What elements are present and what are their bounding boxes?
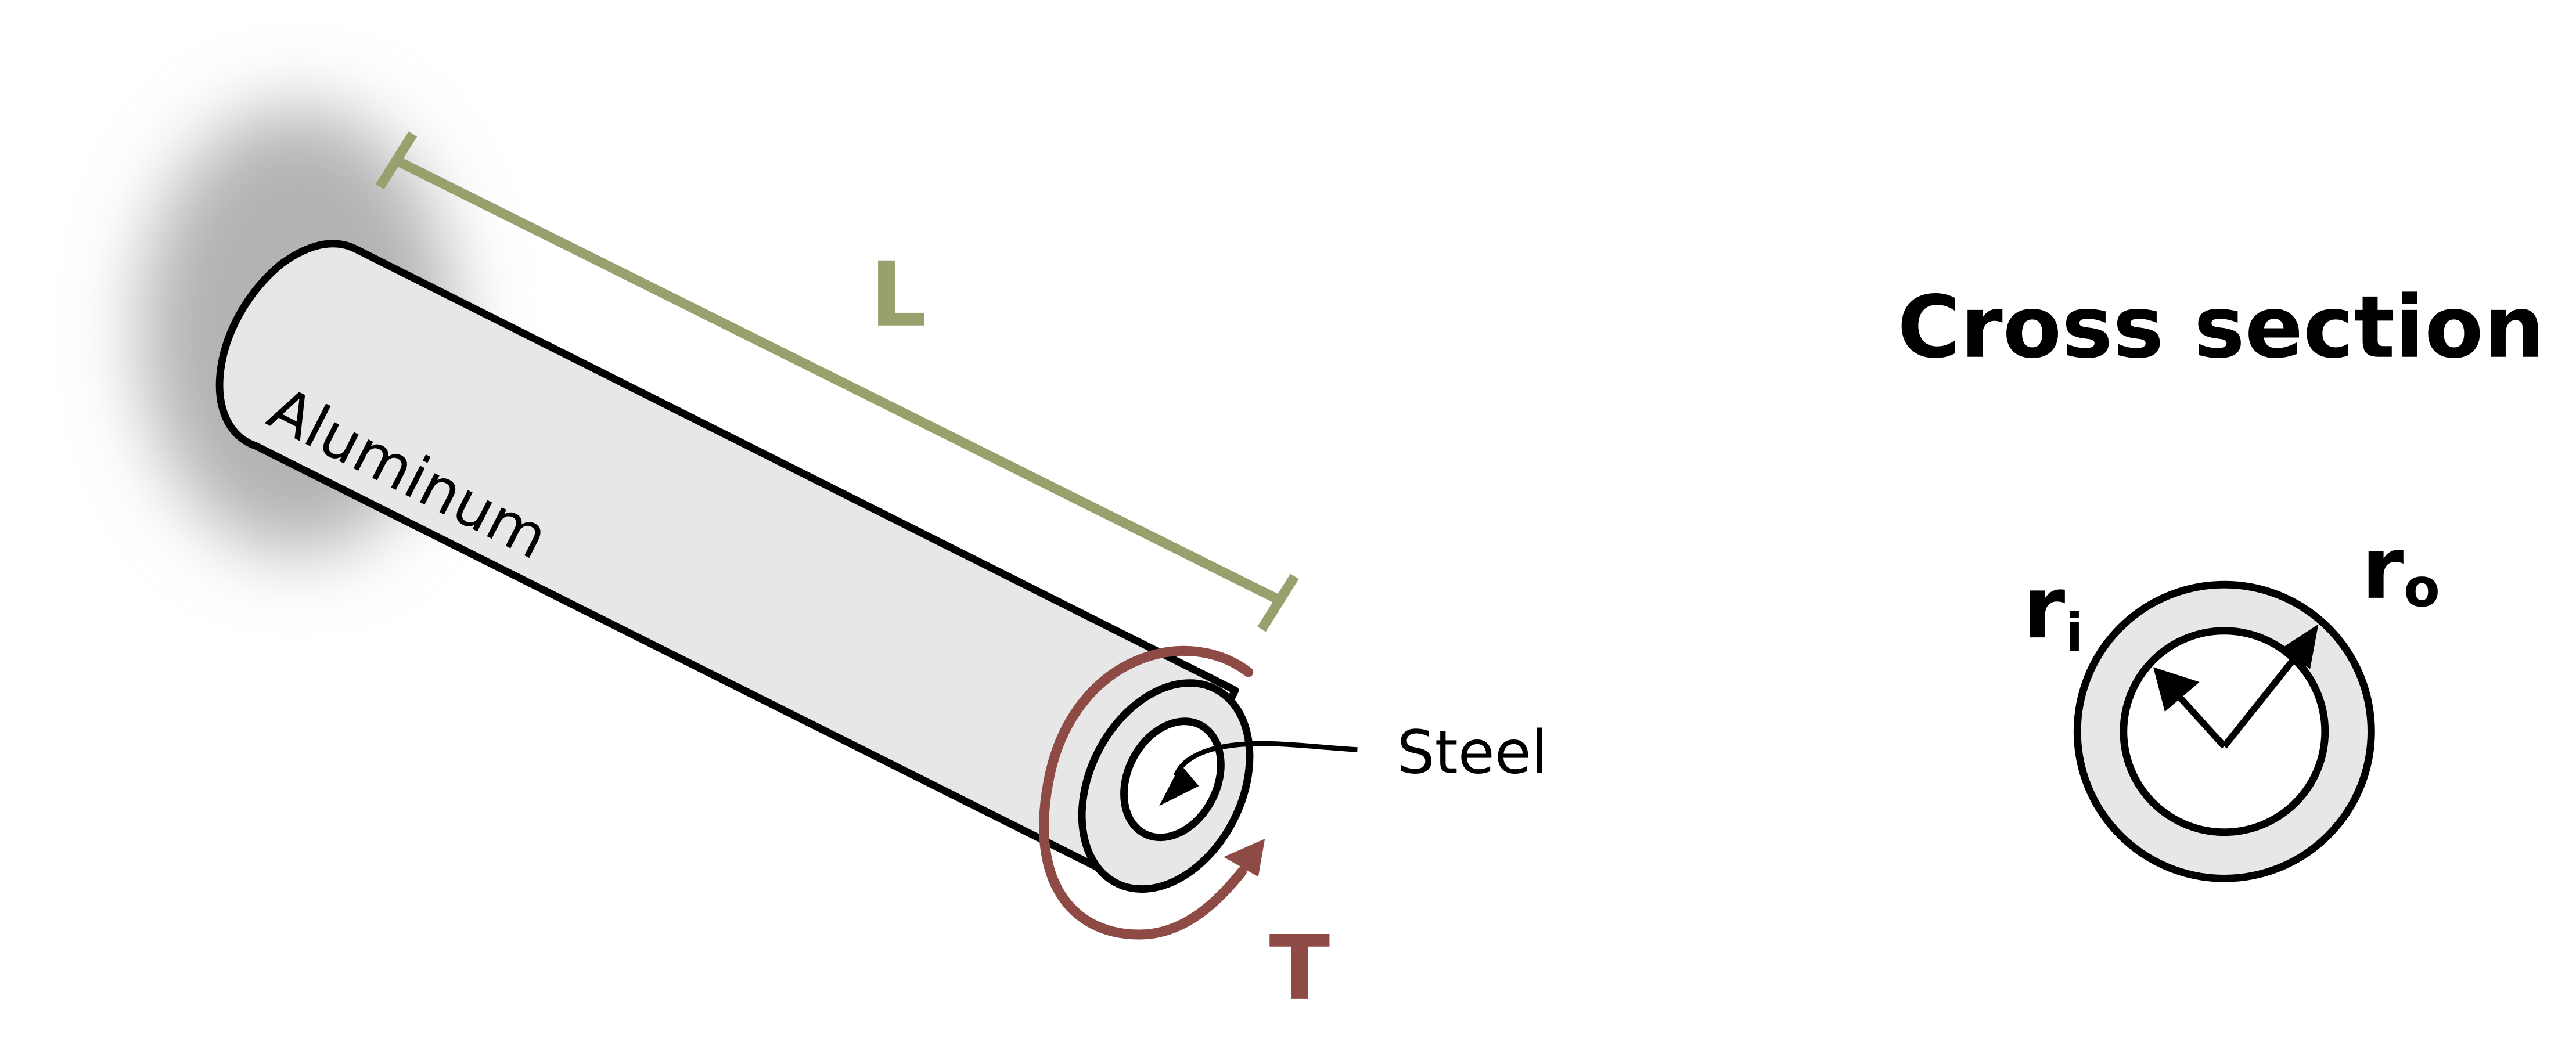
outer-radius-arrowhead [2280, 624, 2319, 669]
outer-radius-label: ro [2361, 518, 2440, 619]
inner-radius-label: ri [2023, 558, 2083, 663]
torque-arrowhead [1224, 839, 1265, 877]
inner-radius-arrowhead [2153, 667, 2200, 712]
radius-arrows [2174, 655, 2298, 749]
length-label: L [870, 243, 927, 347]
steel-leader-arrowhead [1159, 764, 1199, 806]
cross-section-title: Cross section [1897, 277, 2545, 377]
steel-leader-line [1173, 741, 1358, 777]
torque-label: T [1269, 917, 1330, 1020]
steel-label: Steel [1397, 718, 1548, 787]
aluminum-shaft-body [215, 240, 1239, 892]
length-dimension [375, 131, 1299, 632]
steel-core-face [1120, 717, 1225, 842]
torque-arrow [1039, 645, 1254, 940]
